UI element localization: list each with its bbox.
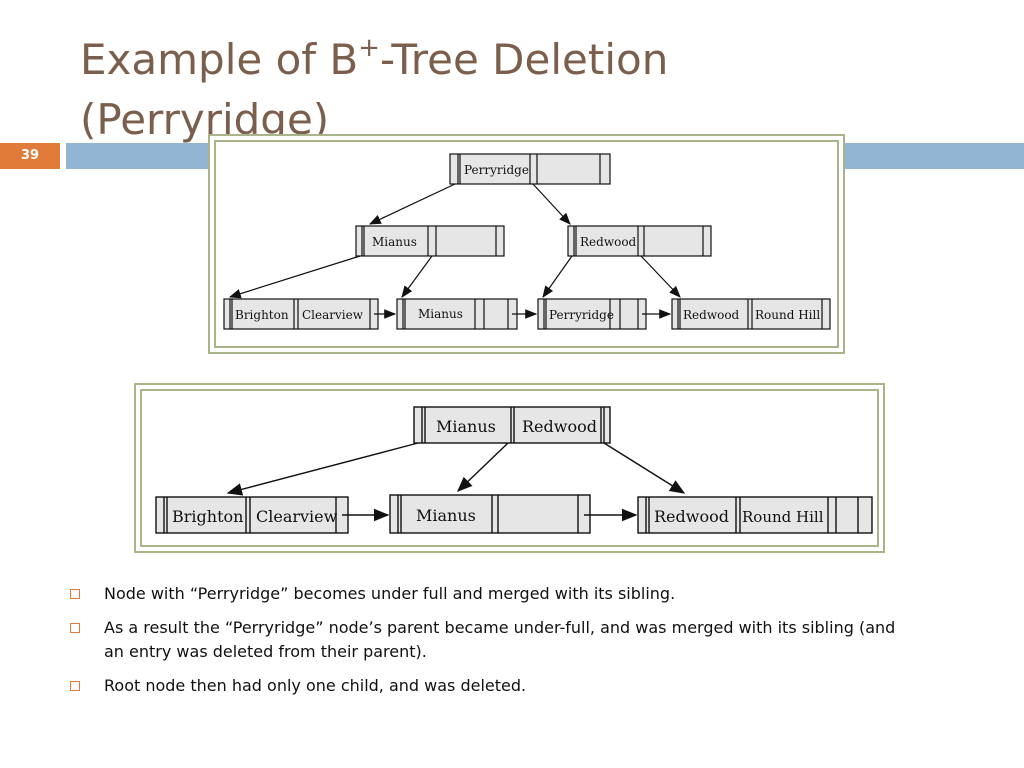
slide-number: 39 (20, 148, 40, 163)
leaf-node-3 (537, 298, 647, 330)
leaf-1-key-1: Brighton (172, 507, 243, 526)
bullet-square-icon (70, 623, 80, 633)
leaf-node-1 (223, 298, 379, 330)
bullet-item: As a result the “Perryridge” node’s pare… (70, 616, 900, 664)
top-tree-figure: Perryridge Mianus Redwood Brighton Clear… (208, 134, 845, 354)
bullet-item: Node with “Perryridge” becomes under ful… (70, 582, 900, 606)
title-superscript: + (358, 33, 381, 63)
leaf-2-key-1: Mianus (416, 506, 476, 525)
title-text-cont: -Tree Deletion (380, 35, 669, 84)
root-key-1: Mianus (436, 417, 496, 436)
leaf-2-key-1: Mianus (418, 307, 463, 321)
internal-node-left (355, 225, 505, 257)
leaf-4-key-2: Round Hill (755, 308, 820, 322)
leaf-node-1 (155, 496, 349, 534)
leaf-4-key-1: Redwood (683, 308, 740, 322)
slide-title: Example of B+-Tree Deletion (Perryridge) (80, 18, 668, 150)
internal-node-right (567, 225, 712, 257)
leaf-node-2 (396, 298, 518, 330)
internal-left-key-1: Mianus (372, 235, 417, 249)
bullet-square-icon (70, 681, 80, 691)
leaf-1-key-2: Clearview (302, 308, 364, 322)
bullet-square-icon (70, 589, 80, 599)
bullet-item: Root node then had only one child, and w… (70, 674, 900, 698)
leaf-1-key-1: Brighton (235, 308, 289, 322)
bottom-tree-diagram: Mianus Redwood Brighton Clearview Mianus… (155, 406, 873, 534)
root-node (413, 406, 611, 444)
slide-number-bar (0, 143, 60, 169)
bottom-tree-figure: Mianus Redwood Brighton Clearview Mianus… (134, 383, 885, 553)
leaf-3-key-2: Round Hill (742, 508, 824, 526)
top-tree-diagram: Perryridge Mianus Redwood Brighton Clear… (223, 153, 831, 330)
leaf-1-key-2: Clearview (256, 507, 338, 526)
bullet-list: Node with “Perryridge” becomes under ful… (70, 582, 900, 708)
leaf-node-3 (637, 496, 873, 534)
root-key-2: Redwood (522, 417, 597, 436)
bullet-text: Root node then had only one child, and w… (104, 676, 527, 695)
bullet-text: Node with “Perryridge” becomes under ful… (104, 584, 676, 603)
title-text: Example of B (80, 35, 359, 84)
leaf-node-4 (671, 298, 831, 330)
root-key-1: Perryridge (464, 163, 529, 177)
bullet-text: As a result the “Perryridge” node’s pare… (104, 618, 896, 661)
leaf-node-2 (389, 494, 591, 534)
leaf-3-key-1: Perryridge (549, 308, 614, 322)
internal-right-key-1: Redwood (580, 235, 637, 249)
leaf-3-key-1: Redwood (654, 507, 729, 526)
